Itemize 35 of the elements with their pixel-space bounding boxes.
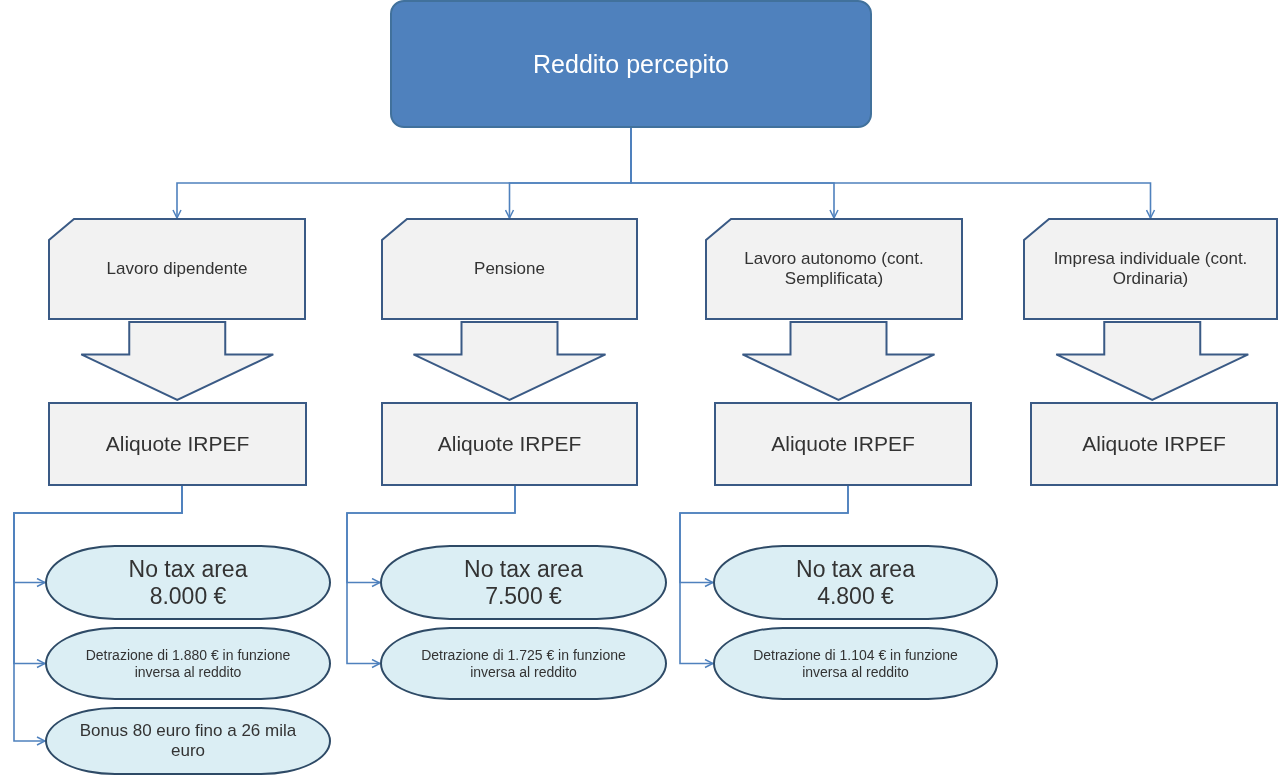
node-label: 8.000 €	[149, 582, 227, 609]
block-arrow	[1055, 321, 1250, 402]
block-arrow	[80, 321, 275, 402]
node-label: Aliquote IRPEF	[1082, 431, 1226, 457]
arrow	[346, 485, 516, 669]
node-label: No tax area	[796, 556, 915, 583]
process-box	[714, 402, 972, 486]
node-label: 7.500 €	[485, 582, 562, 609]
income-type-card	[48, 218, 306, 320]
node-label: Detrazione di 1.104 € in funzione inversa al reddito	[752, 646, 959, 681]
node-label: No tax area	[128, 556, 248, 583]
income-type-card	[381, 218, 638, 320]
node-label: No tax area	[464, 556, 583, 583]
node-label: Bonus 80 euro fino a 26 mila euro	[78, 720, 298, 762]
node-label: 4.800 €	[817, 582, 894, 609]
node-label: Detrazione di 1.725 € in funzione inversa al reddito	[420, 646, 627, 681]
process-box	[48, 402, 307, 486]
arrow	[13, 485, 183, 746]
node-label: Lavoro autonomo (cont. Semplificata)	[743, 248, 925, 290]
title-text: Reddito percepito	[533, 49, 729, 79]
process-box	[381, 402, 638, 486]
node-label: Pensione	[474, 258, 545, 280]
block-arrow	[412, 321, 607, 402]
node-label: Lavoro dipendente	[106, 258, 248, 280]
node-label: Aliquote IRPEF	[105, 431, 250, 457]
node-label: Aliquote IRPEF	[771, 431, 915, 457]
income-type-card	[1023, 218, 1278, 320]
process-box	[1030, 402, 1278, 486]
income-type-card	[705, 218, 963, 320]
title-box	[390, 0, 872, 128]
node-label: Detrazione di 1.880 € in funzione inversa al reddito	[84, 646, 292, 681]
node-label: Impresa individuale (cont. Ordinaria)	[1052, 248, 1249, 290]
block-arrow	[741, 321, 936, 402]
node-label: Aliquote IRPEF	[437, 431, 582, 457]
arrow	[679, 485, 849, 669]
